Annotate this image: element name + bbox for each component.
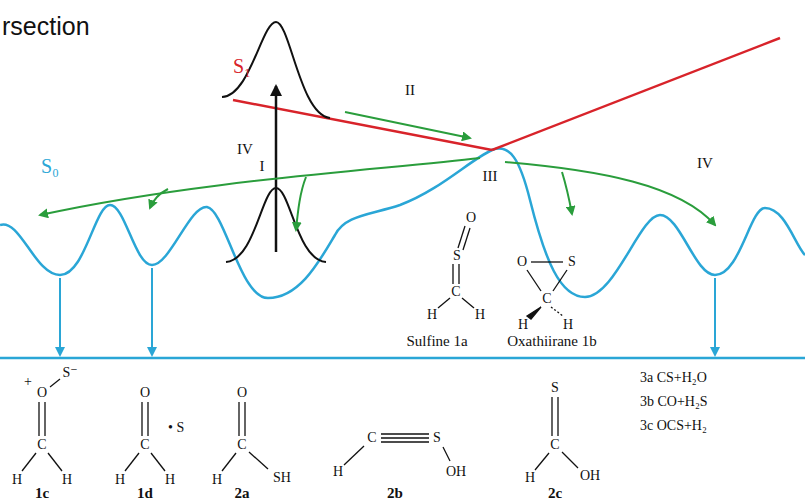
product-label: 3b CO+H₂S xyxy=(640,395,708,409)
atom-label: • S xyxy=(168,421,184,435)
s0-curve xyxy=(0,148,805,298)
atom-label: S xyxy=(568,255,576,269)
atom-label: OH xyxy=(580,469,600,483)
atom-label: O xyxy=(37,386,47,400)
atom-label: O xyxy=(517,255,527,269)
atom-label: C xyxy=(550,438,559,452)
compound-number: 2a xyxy=(235,486,250,501)
atom-label: C xyxy=(451,285,460,299)
compound-number: 2b xyxy=(387,486,403,501)
bonds xyxy=(22,226,578,471)
atom-label: H xyxy=(212,473,222,487)
relaxation-arrow xyxy=(296,177,306,230)
relaxation-arrow xyxy=(150,189,168,208)
atom-label: H xyxy=(518,318,528,332)
atom-label: C xyxy=(237,438,246,452)
atom-label: H xyxy=(525,471,535,485)
molecule-name: Oxathiirane 1b xyxy=(507,334,597,349)
relaxation-arrow xyxy=(345,112,470,138)
atom-label: C xyxy=(37,438,46,452)
relaxation-arrow xyxy=(40,158,480,215)
atom-label: O xyxy=(466,211,476,225)
s1-line xyxy=(233,100,492,150)
step-numeral: II xyxy=(405,83,415,98)
atom-label: S xyxy=(433,431,441,445)
atom-label: O xyxy=(140,386,150,400)
atom-label: H xyxy=(475,308,485,322)
atom-label: S xyxy=(453,249,461,263)
compound-number: 1d xyxy=(137,486,153,501)
atom-label: SH xyxy=(273,471,291,485)
atom-label: H xyxy=(333,465,343,479)
state-label: S₀ xyxy=(41,156,59,176)
compound-number: 1c xyxy=(35,486,49,501)
s1-line xyxy=(492,38,780,150)
atom-label: C xyxy=(140,438,149,452)
atom-label: S xyxy=(551,381,559,395)
atom-label: H xyxy=(165,473,175,487)
atom-label: OH xyxy=(446,465,466,479)
atom-label: O xyxy=(237,386,247,400)
relaxation-arrow xyxy=(562,172,572,214)
molecule-name: Sulfine 1a xyxy=(406,334,467,349)
product-arrow xyxy=(59,278,61,355)
atom-label: H xyxy=(115,473,125,487)
product-arrow xyxy=(714,278,716,355)
atom-label: H xyxy=(62,473,72,487)
step-numeral: III xyxy=(483,169,498,184)
atom-label: H xyxy=(563,318,573,332)
atom-label: C xyxy=(367,431,376,445)
step-numeral: IV xyxy=(697,156,713,171)
charge-sign: + xyxy=(24,375,32,389)
title-fragment: rsection xyxy=(2,14,90,39)
relaxation-arrow xyxy=(505,162,715,225)
product-arrow xyxy=(151,268,153,355)
compound-number: 2c xyxy=(548,486,562,501)
excitation-arrow xyxy=(275,86,278,252)
state-label: S₁ xyxy=(233,56,251,76)
atom-label: H xyxy=(427,308,437,322)
product-baseline xyxy=(0,357,805,360)
atom-label: C xyxy=(542,292,551,306)
step-numeral: IV xyxy=(237,142,253,157)
product-label: 3a CS+H₂O xyxy=(640,371,707,385)
atom-label: H xyxy=(12,473,22,487)
step-numeral: I xyxy=(260,159,265,174)
atom-label: S⁻ xyxy=(62,366,77,380)
product-label: 3c OCS+H₂ xyxy=(640,419,707,433)
